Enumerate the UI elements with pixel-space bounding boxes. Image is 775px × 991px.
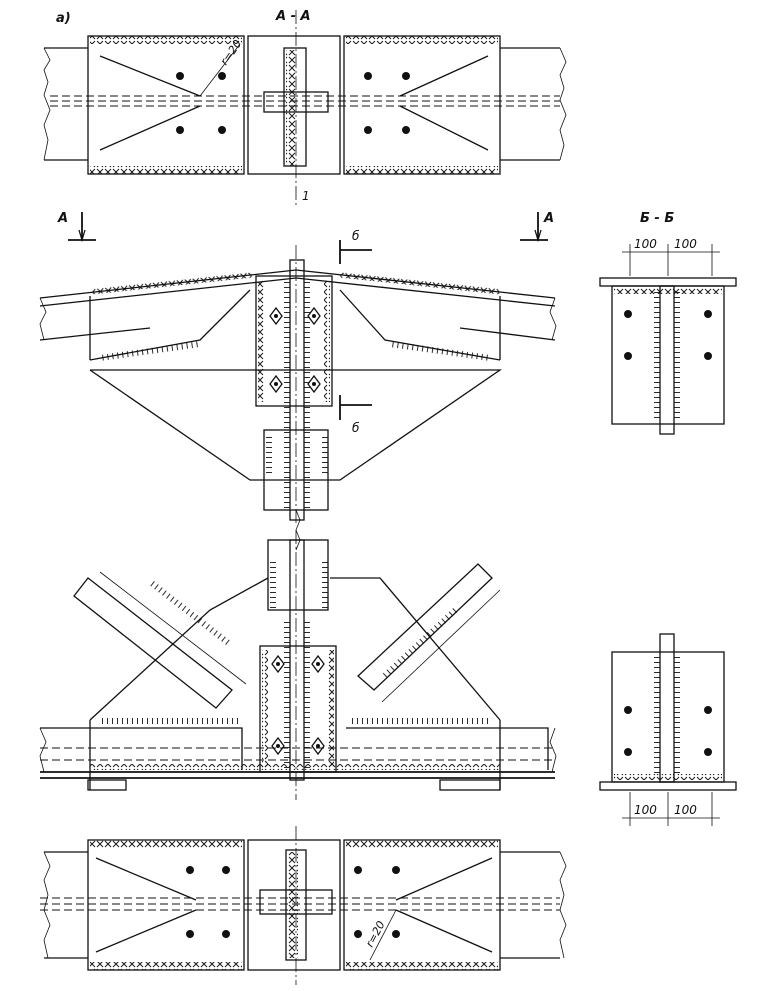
diamond-bolts-upper [269,306,321,394]
bolt-group-bottom [186,866,400,938]
radius-label-bottom: r=20 [363,919,388,950]
dim-top-left: 100 [634,237,657,251]
dim-bottom-right: 100 [674,803,697,817]
dim-bottom-left: 100 [634,803,657,817]
left-diagonal [73,571,247,709]
diamond-bolts-lower [271,654,325,756]
section-bb-upper: Б - Б 100 100 [599,211,737,435]
cut-mark-b-bottom: б [352,421,360,435]
section-label-aa: А - А [275,9,311,24]
upper-chord-node: А А б [39,211,557,531]
mark-1: 1 [302,189,310,203]
section-bb-lower: 100 100 [599,633,737,826]
dim-top-right: 100 [674,237,697,251]
right-diagonal [357,563,501,703]
cut-mark-a-left: А [57,211,68,226]
right-gusset-plate [343,35,501,175]
splice-plate-upper [255,275,333,407]
central-plate-top [247,35,341,175]
plan-view-bottom: r=20 [40,826,567,985]
section-label-bb: Б - Б [640,211,674,226]
figure-label-a: а) [56,11,71,26]
cut-mark-b-top: б [352,229,360,243]
splice-plate-lower [259,645,337,773]
cut-mark-a-right: А [543,211,554,226]
plan-view-top: а) А - А r=20 1 [43,9,567,205]
bolt-group-top [176,72,410,134]
lower-chord-node [39,529,557,800]
